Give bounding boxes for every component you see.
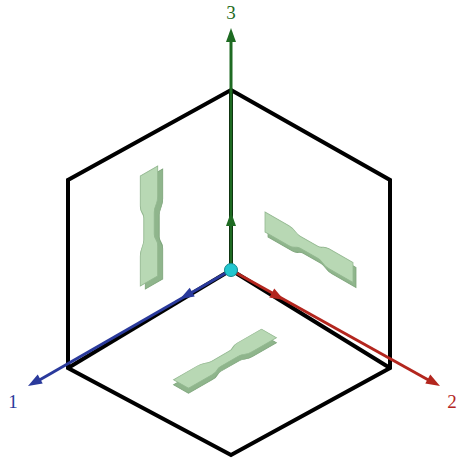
axis-2 [231,270,440,386]
axis-3 [226,28,236,270]
tensile-specimen [174,329,277,393]
origin-dot [225,264,238,277]
tensile-specimen [265,212,356,288]
tensile-specimen [140,166,162,289]
axis-label: 3 [226,3,236,22]
axis-label: 2 [447,392,457,411]
axis-1 [28,270,231,386]
cube-outline [68,90,390,455]
axis-label: 1 [8,392,18,411]
